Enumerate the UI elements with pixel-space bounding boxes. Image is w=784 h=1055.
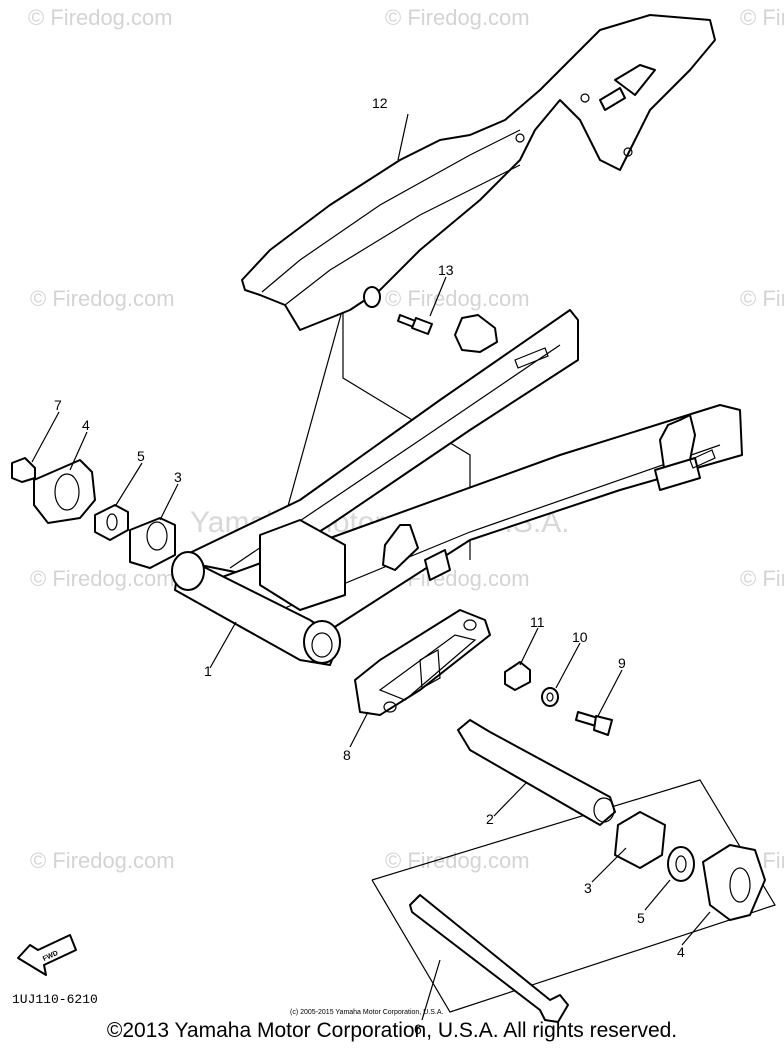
chain-guard [241,14,716,331]
callout-2: 2 [486,811,494,827]
fwd-arrow-icon: FWD [17,934,77,976]
watermark: © Firedog.com [740,286,784,311]
chain-puller [354,609,491,716]
watermark: © Firedog.com [30,566,175,591]
callout-4: 4 [82,417,90,433]
callouts: 12 13 7 4 5 3 1 8 11 10 9 2 3 5 4 6 [54,95,685,1037]
right-upper-hardware [504,661,613,736]
callout-5b: 5 [637,910,645,926]
callout-12: 12 [372,95,388,111]
watermark: © Firedog.com [28,5,173,30]
watermark: © Firedog.com [385,286,530,311]
callout-9: 9 [618,655,626,671]
callout-11: 11 [530,614,545,630]
left-bearing-stack [11,457,176,569]
watermark: © Firedog.com [385,5,530,30]
callout-8: 8 [343,747,351,763]
callout-5: 5 [137,448,145,464]
lower-bearing-stack [457,719,766,921]
callout-10: 10 [572,629,588,645]
pivot-shaft [409,894,569,1023]
leader-lines [31,113,711,1021]
small-copyright: (c) 2005-2015 Yamaha Motor Corporation, … [290,1009,443,1016]
callout-6: 6 [414,1021,422,1037]
callout-7: 7 [54,397,62,413]
callout-13: 13 [438,262,454,278]
diagram-code: 1UJ110-6210 [12,992,98,1007]
callout-3: 3 [174,469,182,485]
watermark: © Firedog.com [740,5,784,30]
copyright-notice: ©2013 Yamaha Motor Corporation, U.S.A. A… [106,1019,678,1042]
watermark: © Firedog.com [30,848,175,873]
callout-1: 1 [204,663,212,679]
watermark: © Firedog.com [30,286,175,311]
bolt [363,286,433,335]
callout-3b: 3 [584,880,592,896]
watermark: © Firedog.com [740,566,784,591]
callout-4b: 4 [677,944,685,960]
swingarm [171,309,743,666]
